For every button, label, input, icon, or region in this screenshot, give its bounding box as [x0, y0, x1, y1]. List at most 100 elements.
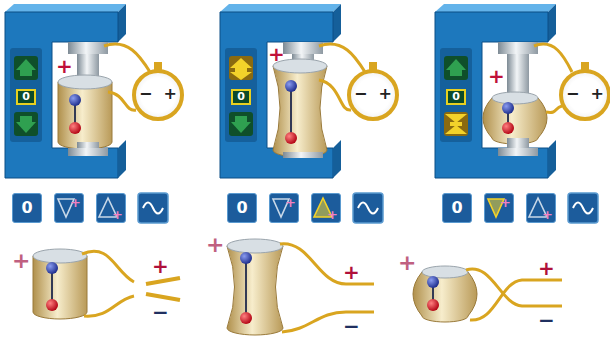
crystal-open-circuit	[46, 299, 58, 311]
press-panel	[229, 56, 253, 80]
piston	[68, 42, 108, 54]
press-panel	[229, 112, 253, 136]
terminal-sign: −	[343, 316, 360, 336]
button-label: 0	[21, 198, 32, 217]
crystal-stretched-circuit	[240, 252, 252, 264]
piston	[77, 142, 99, 148]
button-label: +	[500, 195, 511, 210]
wire	[319, 44, 365, 72]
charge-sign: +	[206, 234, 224, 256]
sine-button	[568, 193, 598, 223]
crystal-stretched	[273, 66, 327, 157]
button-label: +	[285, 195, 296, 210]
crystal-compressed-circuit	[413, 272, 477, 322]
crystal-compressed-circuit	[427, 276, 439, 288]
press-panel	[444, 56, 468, 80]
piston	[507, 54, 529, 98]
piston	[283, 152, 323, 158]
gauge-sign: −	[566, 84, 579, 103]
voltmeter-gauge: −+	[132, 69, 184, 121]
button-label: 0	[237, 90, 245, 103]
press-panel	[14, 112, 38, 136]
position-indicator: 0	[16, 89, 36, 105]
button-label: +	[70, 195, 81, 210]
voltmeter-gauge: −+	[347, 69, 399, 121]
press-panel	[435, 4, 556, 178]
charge-sign: +	[398, 252, 416, 274]
terminal-sign: +	[152, 256, 169, 276]
crystal-compressed-circuit	[427, 299, 439, 311]
dipole	[290, 86, 292, 138]
crystal-open-circuit	[146, 294, 180, 300]
crystal-top	[58, 75, 112, 89]
crystal-stretched-circuit	[280, 244, 374, 284]
zero-button: 0	[442, 193, 472, 223]
crystal-stretched-circuit	[245, 258, 247, 318]
crystal-cylinder	[58, 82, 112, 149]
piston	[283, 42, 323, 54]
press-panel	[14, 56, 38, 80]
crystal-stretched-circuit	[227, 239, 283, 253]
button-label: 0	[451, 198, 462, 217]
button-label: +	[112, 207, 123, 222]
zero-button: 0	[227, 193, 257, 223]
compress-button: +	[54, 193, 84, 223]
terminal-sign: −	[538, 310, 555, 330]
sine-button	[358, 203, 378, 214]
crystal-open-circuit	[33, 256, 87, 319]
crystal-open-circuit	[84, 296, 134, 316]
stretch-button: +	[96, 193, 126, 223]
wire	[534, 44, 572, 72]
zero-button: 0	[12, 193, 42, 223]
position-indicator: 0	[231, 89, 251, 105]
dipole-positive	[285, 132, 297, 144]
crystal-compressed-circuit	[422, 266, 468, 278]
crystal-open-circuit	[33, 249, 87, 263]
dipole-negative	[502, 102, 514, 114]
crystal-open-circuit	[146, 278, 180, 284]
sine-button	[353, 193, 383, 223]
crystal-open-circuit	[82, 251, 134, 282]
crystal-stretched-circuit	[227, 246, 283, 335]
crystal-stretched-circuit	[240, 312, 252, 324]
voltmeter-gauge: −+	[559, 69, 610, 121]
sine-button	[568, 193, 598, 223]
dipole-positive	[502, 122, 514, 134]
crystal-stretched-circuit	[282, 312, 374, 332]
press-panel	[5, 4, 126, 178]
sine-button	[143, 203, 163, 214]
crystal-compressed	[483, 98, 547, 144]
crystal-stretched-circuit	[227, 239, 374, 335]
stretch-button: +	[526, 193, 556, 223]
gauge-sign: −	[354, 84, 367, 103]
position-indicator: 0	[446, 89, 466, 105]
dipole-positive	[69, 122, 81, 134]
gauge-sign: +	[591, 84, 604, 103]
charge-sign: +	[56, 56, 73, 76]
crystal-open-circuit	[46, 262, 58, 274]
press-panel	[444, 112, 468, 136]
button-label: 0	[22, 90, 30, 103]
gauge-sign: +	[379, 84, 392, 103]
gauge-sign: −	[139, 84, 152, 103]
charge-sign: +	[488, 66, 505, 86]
button-label: 0	[452, 90, 460, 103]
dipole-negative	[69, 94, 81, 106]
press-panel	[220, 4, 341, 178]
dipole-negative	[285, 80, 297, 92]
piston	[498, 148, 538, 156]
terminal-sign: +	[538, 258, 555, 278]
piston	[498, 42, 538, 54]
compress-button: +	[269, 193, 299, 223]
button-label: +	[327, 207, 338, 222]
charge-sign: +	[12, 250, 30, 272]
sine-button	[138, 193, 168, 223]
stretch-button: +	[311, 193, 341, 223]
button-label: 0	[236, 198, 247, 217]
piston	[507, 138, 529, 148]
gauge-sign: +	[164, 84, 177, 103]
terminal-sign: +	[343, 262, 360, 282]
sine-button	[573, 203, 593, 214]
